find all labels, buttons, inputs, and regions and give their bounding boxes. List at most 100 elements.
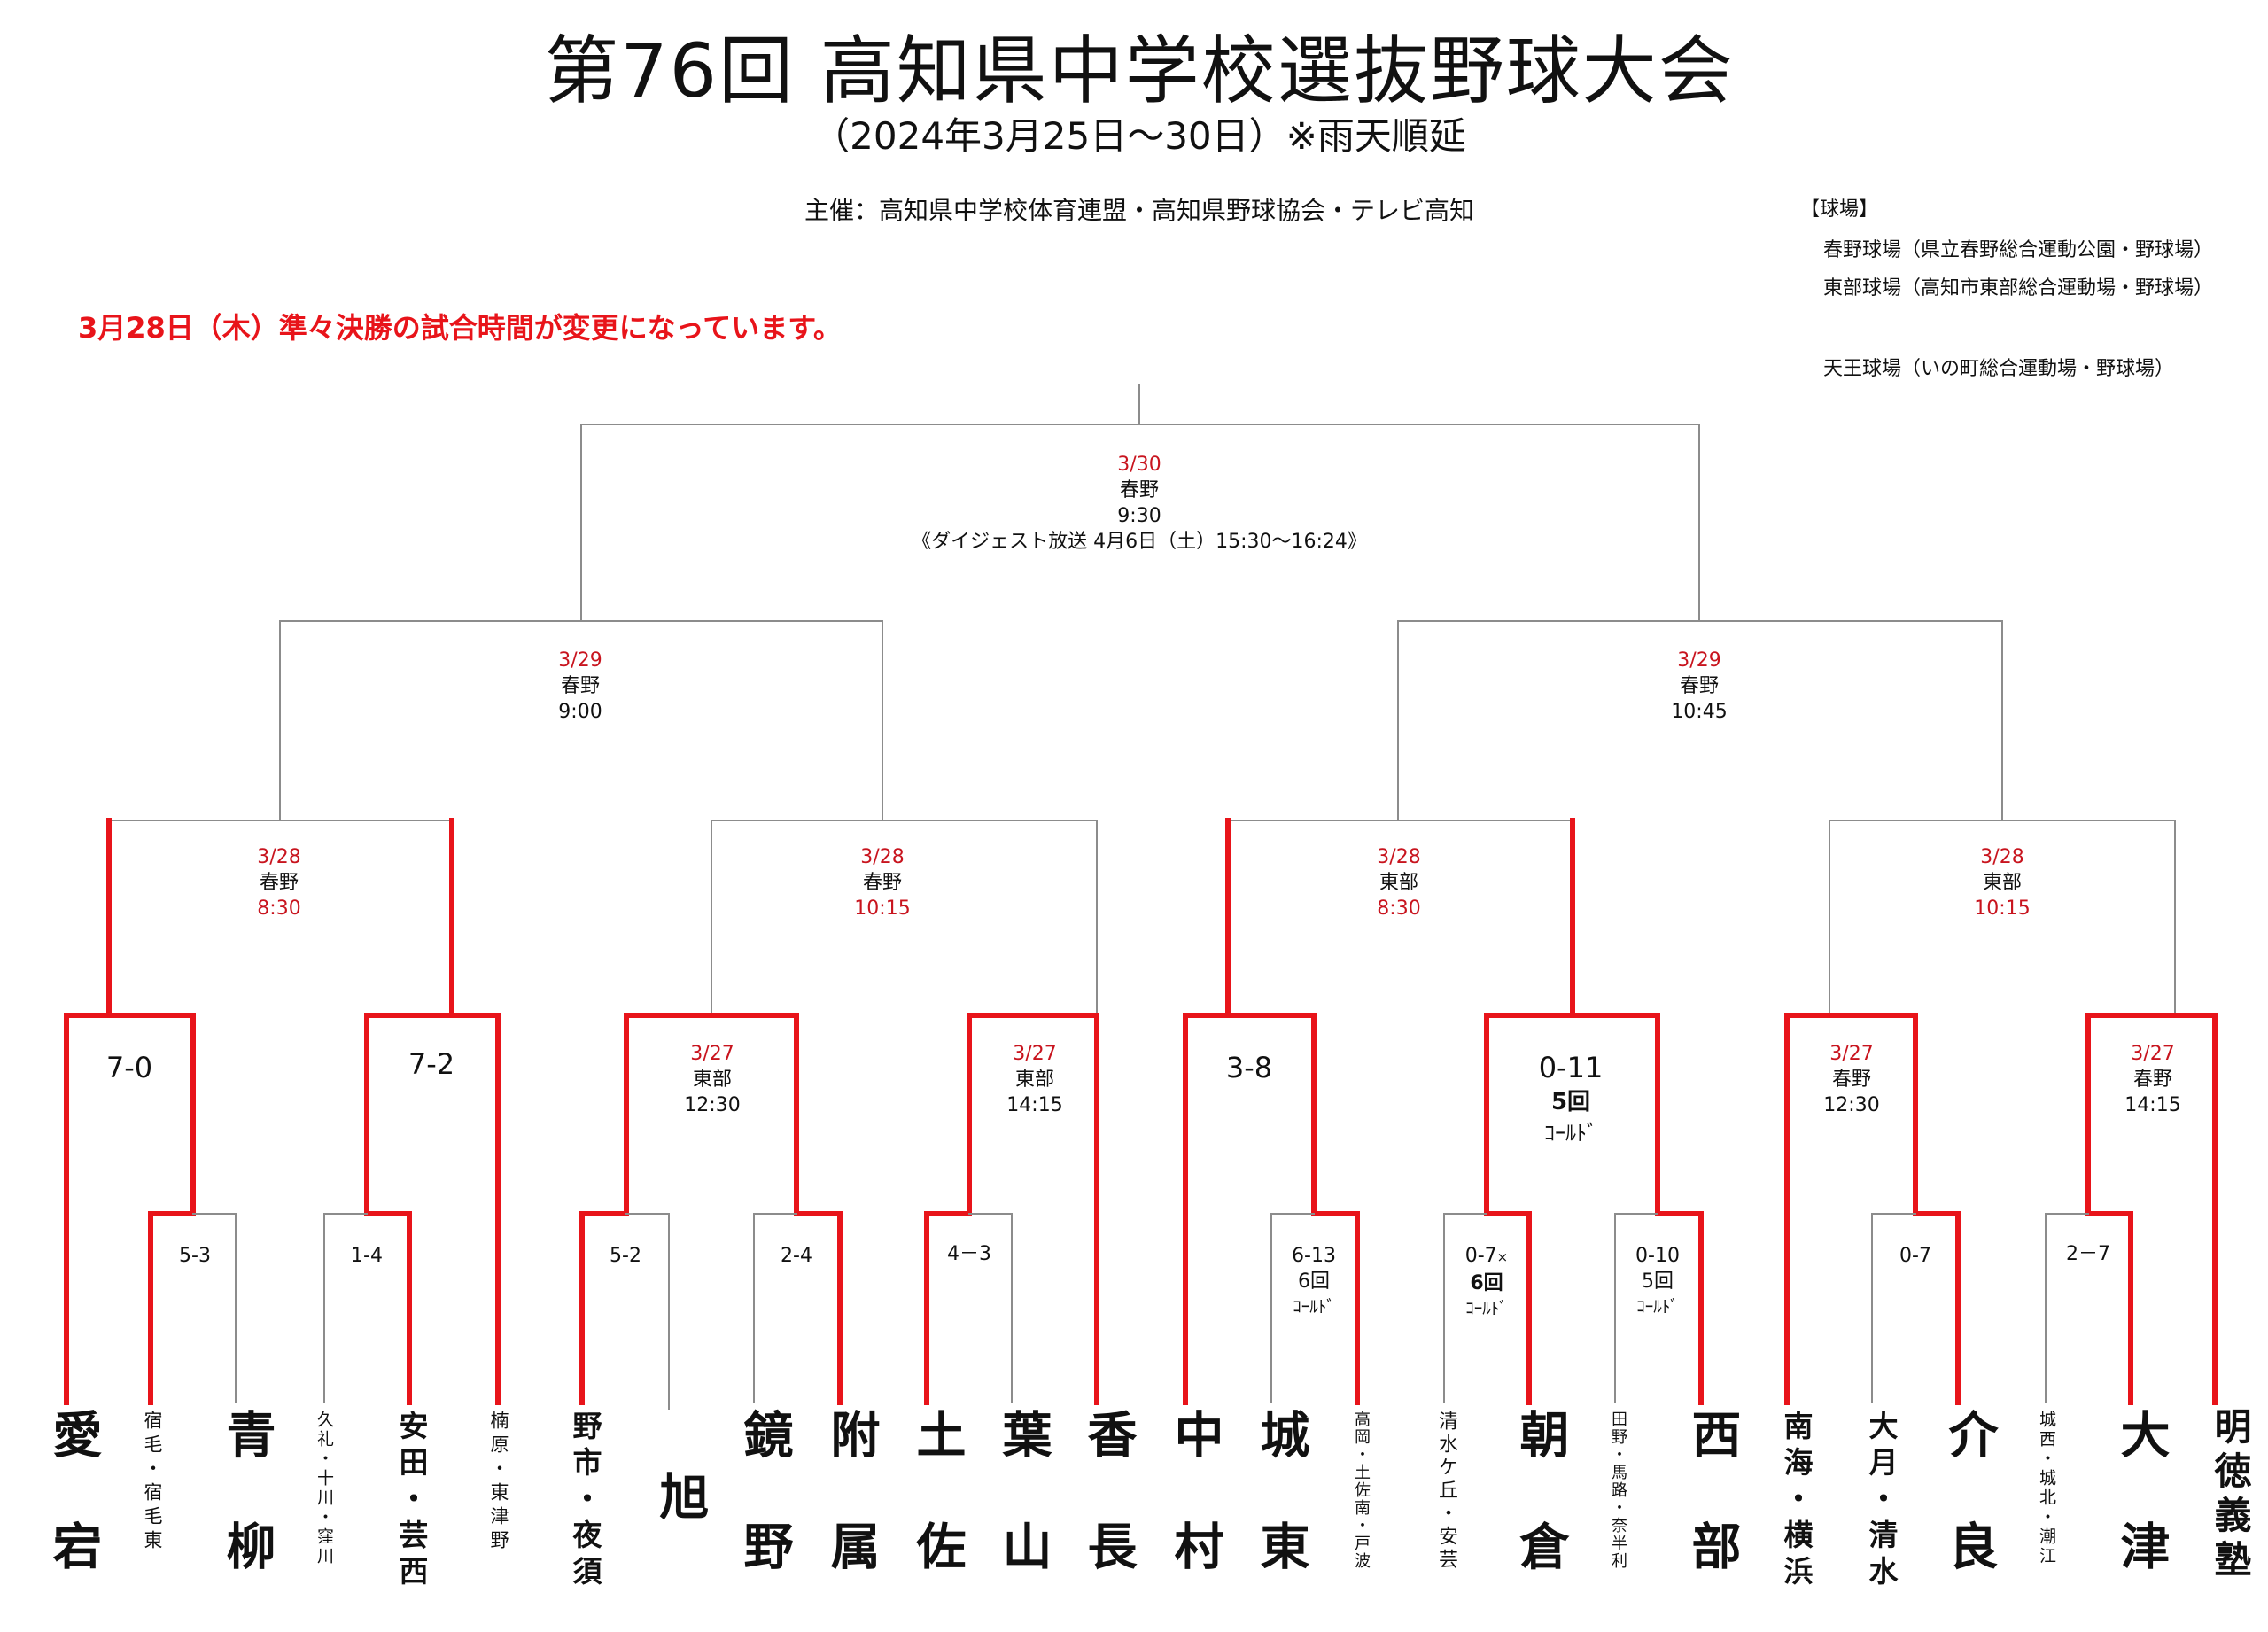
round1-7-score: 0-7 [1464,1245,1497,1267]
game-date: 3/27 [2131,1043,2175,1065]
game-date: 3/28 [1980,846,2024,868]
game-venue: 春野 [1119,479,1160,501]
called-game-note: ｺｰﾙﾄﾞ [1636,1297,1679,1317]
round2-4-info: 3/27 東部 14:15 [1006,1041,1062,1118]
game-venue: 春野 [862,872,902,894]
game-time: 9:00 [558,701,602,723]
team-takaoka-tosaminami-toba: 高岡・土佐南・戸波 [1352,1411,1371,1570]
venue-item: 春野球場（県立春野総合運動公園・野球場） [1823,239,2214,261]
game-time: 10:45 [1671,701,1728,723]
team-yusuhara-higashitsuno: 楠原・東津野 [488,1411,509,1554]
game-time: 10:15 [854,898,911,920]
team-hayama: 葉山 [994,1409,1052,1632]
venue-heading: 【球場】 [1800,198,1879,221]
round1-1-score: 5-3 [179,1245,211,1267]
game-time: 12:30 [1823,1094,1880,1116]
team-meitoku-gijuku: 明徳義塾 [2209,1407,2252,1584]
innings-note: 5回 [1642,1271,1674,1293]
game-venue: 東部 [1982,872,2022,894]
page-subtitle: （2024年3月25日～30日）※雨天順延 [812,114,1466,158]
round2-6-score-block: 0-11 5回 ｺｰﾙﾄﾞ [1539,1050,1604,1147]
round2-3-info: 3/27 東部 12:30 [684,1041,740,1118]
round1-7-score-block: 0-7× 6回 ｺｰﾙﾄﾞ [1465,1243,1509,1322]
team-kagamino: 鏡野 [735,1409,793,1632]
team-fuzoku: 附属 [822,1409,880,1632]
quarterfinal-3-info: 3/28 東部 8:30 [1377,844,1420,921]
game-date: 3/30 [1117,454,1161,476]
venue-item: 天王球場（いの町総合運動場・野球場） [1823,358,2175,380]
semifinal-left-info: 3/29 春野 9:00 [558,648,602,725]
team-shimizugaoka-aki: 清水ケ丘・安芸 [1435,1411,1457,1572]
quarterfinal-2-info: 3/28 春野 10:15 [854,844,910,921]
game-time: 14:15 [2124,1094,2181,1116]
game-date: 3/27 [1829,1043,1874,1065]
semifinal-right-info: 3/29 春野 10:45 [1671,648,1727,725]
game-date: 3/28 [1377,846,1421,868]
round1-10-score: 2－7 [2066,1243,2110,1265]
team-otsuki-shimizu: 大月・清水 [1864,1411,1899,1592]
innings-note: 6回 [1298,1271,1330,1293]
team-sukumo-sukumohigashi: 宿毛・宿毛東 [142,1411,163,1554]
quarterfinal-4-info: 3/28 東部 10:15 [1974,844,2030,921]
team-noichi-yasu: 野市・夜須 [568,1411,602,1592]
game-time: 10:15 [1974,898,2031,920]
round2-1-score: 7-0 [105,1051,153,1084]
round2-2-score: 7-2 [408,1047,455,1081]
innings-note: 5回 [1550,1089,1591,1115]
team-tano-umaji-nahari: 田野・馬路・奈半利 [1609,1411,1627,1570]
game-date: 3/28 [860,846,905,868]
game-date: 3/29 [1677,649,1721,672]
innings-note: 6回 [1470,1272,1503,1294]
round1-7-mark: × [1496,1249,1509,1265]
game-date: 3/29 [558,649,602,672]
game-venue: 春野 [560,675,600,697]
game-venue: 春野 [1679,675,1719,697]
game-venue: 東部 [1014,1069,1054,1091]
game-time: 9:30 [1117,505,1161,527]
team-atago: 愛宕 [44,1409,102,1632]
game-date: 3/27 [1013,1043,1057,1065]
broadcast-note: 《ダイジェスト放送 4月6日（土）15:30～16:24》 [912,531,1367,553]
team-kure-tokawa-kubokawa: 久礼・十川・窪川 [315,1411,334,1566]
team-nakamura: 中村 [1166,1409,1223,1632]
called-game-note: ｺｰﾙﾄﾞ [1465,1299,1508,1318]
round1-6-score-block: 6-13 6回 ｺｰﾙﾄﾞ [1292,1243,1336,1320]
team-otsu: 大津 [2112,1409,2170,1632]
called-game-note: ｺｰﾙﾄﾞ [1293,1297,1335,1317]
round1-4-score: 2-4 [781,1245,812,1267]
game-venue: 東部 [692,1069,732,1091]
team-asakura: 朝倉 [1511,1409,1569,1632]
page-title: 第76回 高知県中学校選抜野球大会 [544,27,1735,114]
game-time: 12:30 [684,1094,741,1116]
round1-5-score: 4－3 [947,1243,991,1265]
round1-3-score: 5-2 [610,1245,641,1267]
round1-9-score: 0-7 [1899,1245,1931,1267]
team-seibu: 西部 [1683,1409,1741,1632]
team-aoyagi: 青柳 [218,1409,276,1632]
round1-7-score-line: 0-7× [1465,1243,1509,1271]
schedule-change-notice: 3月28日（木）準々決勝の試合時間が変更になっています。 [78,311,842,345]
round1-8-score-block: 0-10 5回 ｺｰﾙﾄﾞ [1635,1243,1680,1320]
team-joto: 城東 [1252,1409,1309,1632]
round1-8-score: 0-10 [1635,1245,1680,1267]
team-yasuda-geisei: 安田・芸西 [394,1411,429,1592]
team-josei-johoku-ushioe: 城西・城北・潮江 [2037,1411,2056,1566]
game-venue: 春野 [1831,1069,1871,1091]
round1-2-score: 1-4 [351,1245,383,1267]
round2-6-score: 0-11 [1538,1051,1604,1084]
game-venue: 東部 [1379,872,1418,894]
round1-6-score: 6-13 [1292,1245,1336,1267]
team-kera: 介良 [1940,1409,1998,1632]
game-date: 3/28 [257,846,301,868]
venue-item: 東部球場（高知市東部総合運動場・野球場） [1823,277,2214,299]
game-venue: 春野 [2132,1069,2172,1091]
quarterfinal-1-info: 3/28 春野 8:30 [257,844,300,921]
round2-7-info: 3/27 春野 12:30 [1823,1041,1879,1118]
game-time: 8:30 [257,898,301,920]
round2-5-score: 3-8 [1225,1051,1273,1084]
final-game-info: 3/30 春野 9:30 《ダイジェスト放送 4月6日（土）15:30～16:2… [912,452,1367,555]
game-time: 14:15 [1006,1094,1063,1116]
team-tosa: 土佐 [908,1409,966,1632]
team-nankai-yokohama: 南海・横浜 [1779,1411,1814,1592]
